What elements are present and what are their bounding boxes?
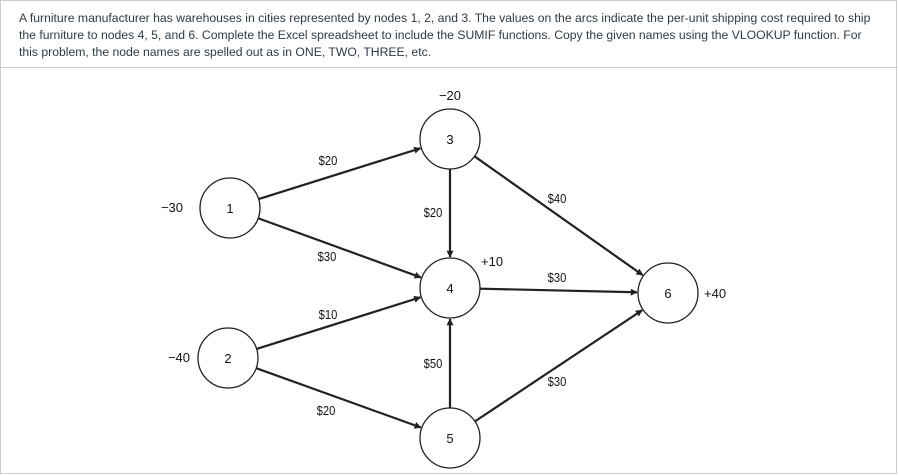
arc-5-6 xyxy=(474,309,643,423)
node-label: 5 xyxy=(446,431,453,446)
arc-cost-labels: $20 $30 $10 $20 $20 $50 $40 $30 $30 xyxy=(317,153,567,418)
arc-cost-label: $20 xyxy=(424,205,443,220)
node-6: 6 +40 xyxy=(637,262,726,324)
node-label: 2 xyxy=(224,351,231,366)
arc-cost-label: $30 xyxy=(318,249,337,264)
node-circle xyxy=(197,327,259,389)
node-label: 3 xyxy=(446,132,453,147)
arc-1-3 xyxy=(258,146,422,201)
node-5: 5 xyxy=(419,407,481,469)
node-2: 2 −40 xyxy=(168,327,259,389)
arc-3-6 xyxy=(473,155,644,277)
node-supply-label: −40 xyxy=(168,350,190,365)
arc-cost-label: $20 xyxy=(317,403,336,418)
arc-cost-label: $20 xyxy=(319,153,338,168)
node-supply-label: +10 xyxy=(481,254,503,269)
node-circle xyxy=(419,407,481,469)
node-label: 4 xyxy=(446,281,453,296)
arc-cost-label: $30 xyxy=(548,270,567,285)
node-supply-label: +40 xyxy=(704,286,726,301)
node-circle xyxy=(637,262,699,324)
node-circle xyxy=(419,257,481,319)
problem-statement: A furniture manufacturer has warehouses … xyxy=(19,11,871,59)
node-4: 4 +10 xyxy=(419,254,503,319)
node-circle xyxy=(419,108,481,170)
arcs xyxy=(255,146,644,429)
arc-4-6 xyxy=(479,287,638,296)
node-label: 6 xyxy=(664,286,671,301)
arc-cost-label: $40 xyxy=(548,191,567,206)
arc-1-4 xyxy=(257,217,422,279)
node-1: 1 −30 xyxy=(161,177,261,239)
node-circle xyxy=(199,177,261,239)
node-label: 1 xyxy=(226,201,233,216)
arc-2-4 xyxy=(256,295,422,351)
nodes: 1 −30 2 −40 3 −20 4 +10 5 6 +40 xyxy=(161,88,726,469)
arc-cost-label: $50 xyxy=(424,356,443,371)
arc-cost-label: $30 xyxy=(548,374,567,389)
node-3: 3 −20 xyxy=(419,88,481,170)
node-supply-label: −20 xyxy=(439,88,461,103)
divider xyxy=(1,67,898,68)
arc-2-5 xyxy=(255,367,422,429)
arc-cost-label: $10 xyxy=(319,307,338,322)
node-supply-label: −30 xyxy=(161,200,183,215)
